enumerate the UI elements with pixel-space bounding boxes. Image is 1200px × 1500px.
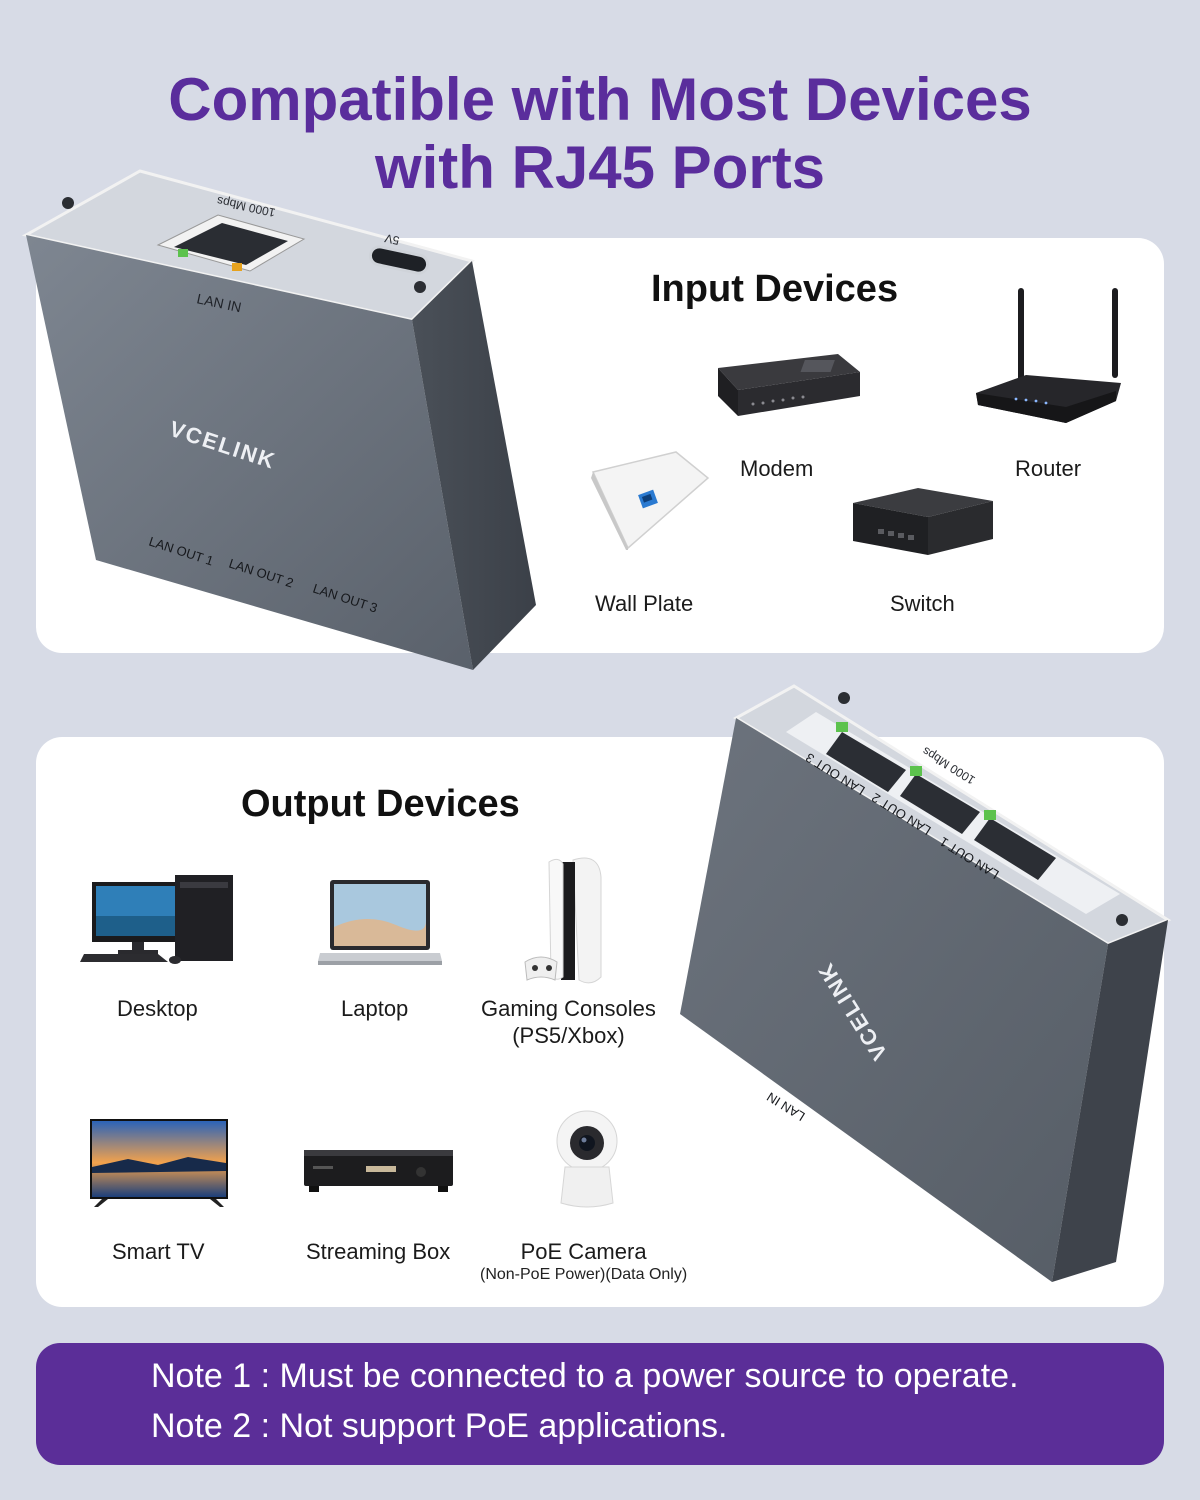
device-label-wall-plate: Wall Plate xyxy=(595,591,694,616)
router-icon xyxy=(976,288,1121,423)
smart-tv-icon xyxy=(90,1119,228,1207)
device-label-streaming-box: Streaming Box xyxy=(306,1239,451,1264)
headline-line-2: with RJ45 Ports xyxy=(374,134,826,201)
device-label-laptop: Laptop xyxy=(341,996,409,1021)
camera-icon xyxy=(556,1110,618,1208)
device-label-desktop: Desktop xyxy=(117,996,198,1021)
device-label-router: Router xyxy=(1015,456,1082,481)
gaming-consoles-sub: (PS5/Xbox) xyxy=(512,1023,625,1048)
splitter-device-top: LAN IN 1000 Mbps 5V VCELINK LAN OUT 1 LA… xyxy=(21,169,536,670)
output-devices-title: Output Devices xyxy=(241,783,520,825)
device-label-smart-tv: Smart TV xyxy=(112,1239,205,1264)
gaming-consoles-label: Gaming Consoles xyxy=(481,996,656,1021)
desktop-icon xyxy=(80,875,233,964)
wall-plate-icon xyxy=(591,451,710,550)
note-2: Note 2 : Not support PoE applications. xyxy=(151,1407,728,1445)
camera-sub: (Non-PoE Power)(Data Only) xyxy=(480,1266,688,1283)
device-label-camera: PoE Camera (Non-PoE Power)(Data Only) xyxy=(480,1238,687,1285)
switch-icon xyxy=(853,488,993,555)
splitter-device-bottom: 1000 Mbps LAN OUT 3 LAN OUT 2 LAN OUT 1 … xyxy=(680,684,1172,1282)
device-label-switch: Switch xyxy=(890,591,955,616)
note-1: Note 1 : Must be connected to a power so… xyxy=(151,1357,1019,1395)
device-top-power-label: 5V xyxy=(383,231,400,248)
gaming-console-icon xyxy=(524,857,602,984)
laptop-icon xyxy=(318,880,442,965)
input-devices-title: Input Devices xyxy=(651,268,899,310)
device-label-gaming-consoles: Gaming Consoles (PS5/Xbox) xyxy=(481,995,656,1049)
page-headline: Compatible with Most Devices with RJ45 P… xyxy=(0,66,1200,202)
camera-label: PoE Camera xyxy=(520,1239,647,1264)
headline-line-1: Compatible with Most Devices xyxy=(168,66,1032,133)
modem-icon xyxy=(718,354,860,416)
notes-banner: Note 1 : Must be connected to a power so… xyxy=(36,1343,1164,1465)
device-label-modem: Modem xyxy=(740,456,814,481)
streaming-box-icon xyxy=(304,1150,453,1192)
